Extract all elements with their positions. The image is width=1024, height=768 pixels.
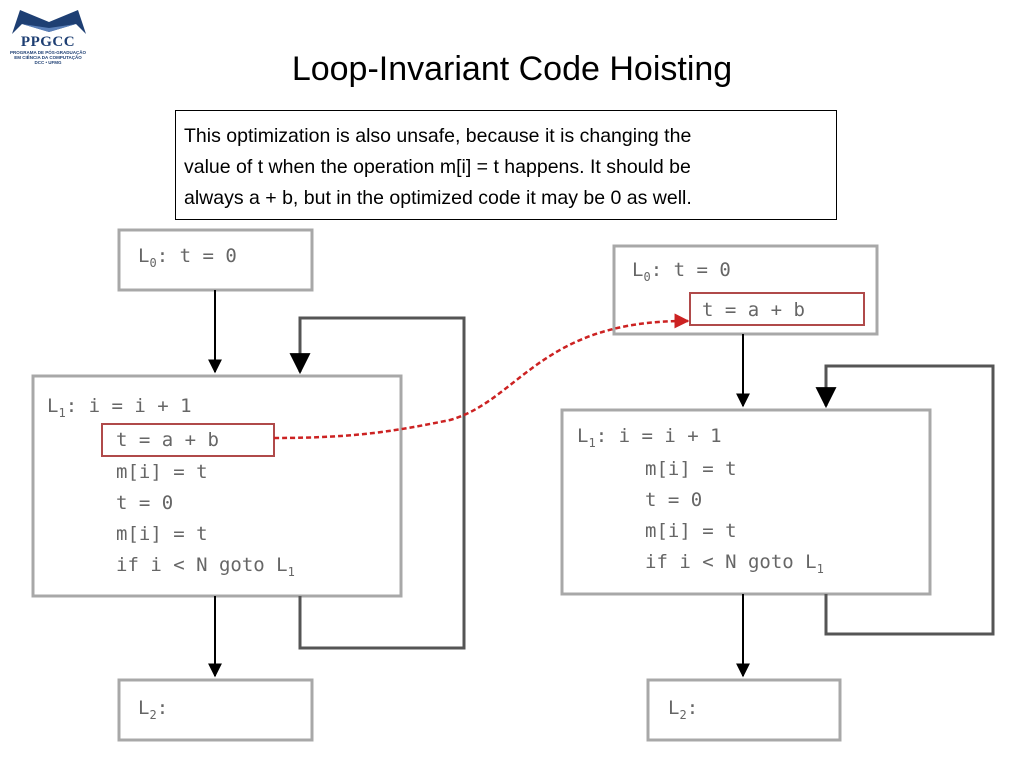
right-l0-hoisted: t = a + b <box>702 299 805 321</box>
logo-wordmark: PPGCC <box>20 34 76 50</box>
logo-subtitle: PROGRAMA DE PÓS-GRADUAÇÃO EM CIÊNCIA DA … <box>6 50 90 65</box>
right-l2-code: L2: <box>668 697 698 722</box>
right-loop-back-edge <box>815 364 995 636</box>
right-l1-first: L1: i = i + 1 <box>577 425 722 450</box>
right-l0-code: L0: t = 0 <box>632 259 731 284</box>
explanation-note: This optimization is also unsafe, becaus… <box>175 110 837 220</box>
left-block-l2 <box>117 678 314 742</box>
left-loop-back-edge <box>289 316 466 650</box>
right-l1-line: m[i] = t <box>645 520 737 542</box>
right-l1-line: m[i] = t <box>645 458 737 480</box>
note-line: always a + b, but in the optimized code … <box>184 187 692 209</box>
right-l1-last: if i < N goto L1 <box>645 551 824 576</box>
logo-roof-icon <box>12 10 86 34</box>
logo-subtitle-line: EM CIÊNCIA DA COMPUTAÇÃO <box>14 55 82 60</box>
note-line: value of t when the operation m[i] = t h… <box>184 156 691 178</box>
left-l0-code: L0: t = 0 <box>138 245 237 270</box>
left-l2-code: L2: <box>138 697 168 722</box>
left-hoisted-highlight <box>101 423 275 457</box>
logo-subtitle-line: PROGRAMA DE PÓS-GRADUAÇÃO <box>9 50 87 55</box>
right-block-l0 <box>612 244 879 336</box>
left-l1-hoisted: t = a + b <box>116 429 219 451</box>
left-l1-line: t = 0 <box>116 492 173 514</box>
left-l1-line: m[i] = t <box>116 523 208 545</box>
left-l1-last: if i < N goto L1 <box>116 554 295 579</box>
right-block-l1 <box>560 408 932 596</box>
slide-title: Loop-Invariant Code Hoisting <box>291 50 733 88</box>
left-l1-line: m[i] = t <box>116 461 208 483</box>
left-l1-first: L1: i = i + 1 <box>47 395 192 420</box>
note-line: This optimization is also unsafe, becaus… <box>184 125 692 147</box>
left-block-l1 <box>31 374 403 598</box>
right-block-l2 <box>646 678 842 742</box>
logo-subtitle-line: DCC • UFMG <box>34 60 62 65</box>
right-hoisted-highlight <box>689 292 865 326</box>
right-l1-line: t = 0 <box>645 489 702 511</box>
ppgcc-logo: PPGCC PROGRAMA DE PÓS-GRADUAÇÃO EM CIÊNC… <box>6 6 90 66</box>
